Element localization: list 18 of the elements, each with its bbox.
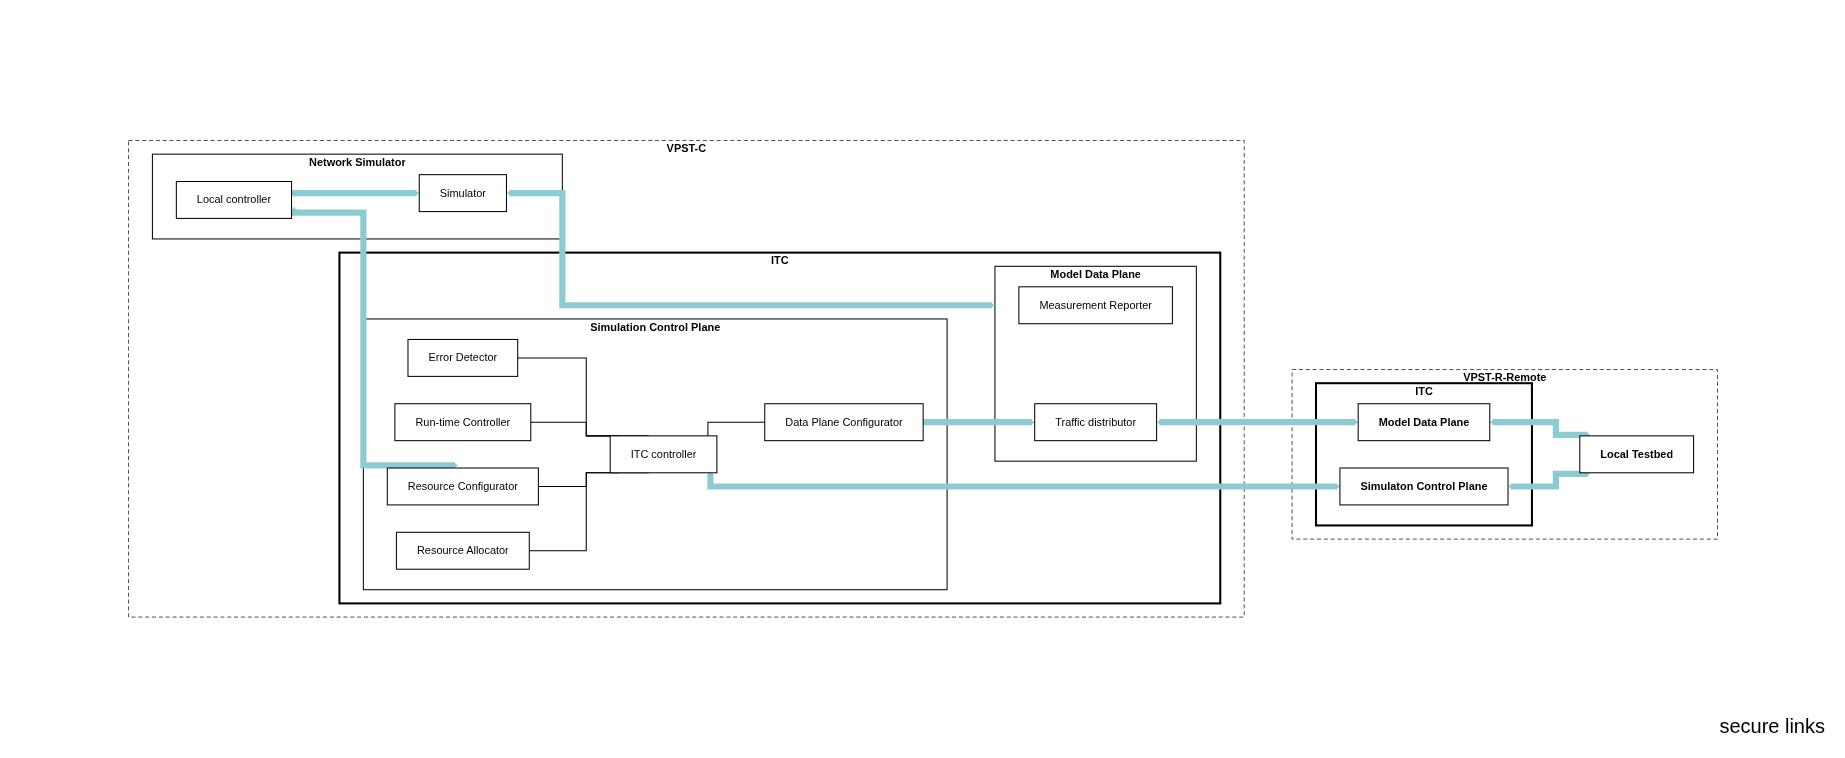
node-box: Run-time Controller bbox=[393, 403, 531, 442]
node-box: Measurement Reporter bbox=[1017, 286, 1173, 325]
note-text: secure links bbox=[1719, 715, 1825, 738]
node-box: Simulaton Control Plane bbox=[1338, 467, 1509, 506]
node-box: Error Detector bbox=[406, 339, 518, 378]
arrow bbox=[1507, 470, 1591, 490]
node-box: ITC controller bbox=[609, 435, 717, 474]
node-box: Traffic distributor bbox=[1033, 403, 1157, 442]
arrow bbox=[505, 190, 995, 309]
node-box: Data Plane Configurator bbox=[763, 403, 924, 442]
node-box: Resource Configurator bbox=[386, 467, 539, 506]
node-box: Resource Allocator bbox=[395, 532, 530, 570]
node-box: Simulator bbox=[418, 174, 507, 213]
node-box: Model Data Plane bbox=[1357, 403, 1490, 442]
connector bbox=[706, 421, 765, 437]
node-box: Local controller bbox=[175, 181, 292, 220]
arrow bbox=[290, 190, 419, 198]
node-box: Local Testbed bbox=[1578, 435, 1694, 474]
